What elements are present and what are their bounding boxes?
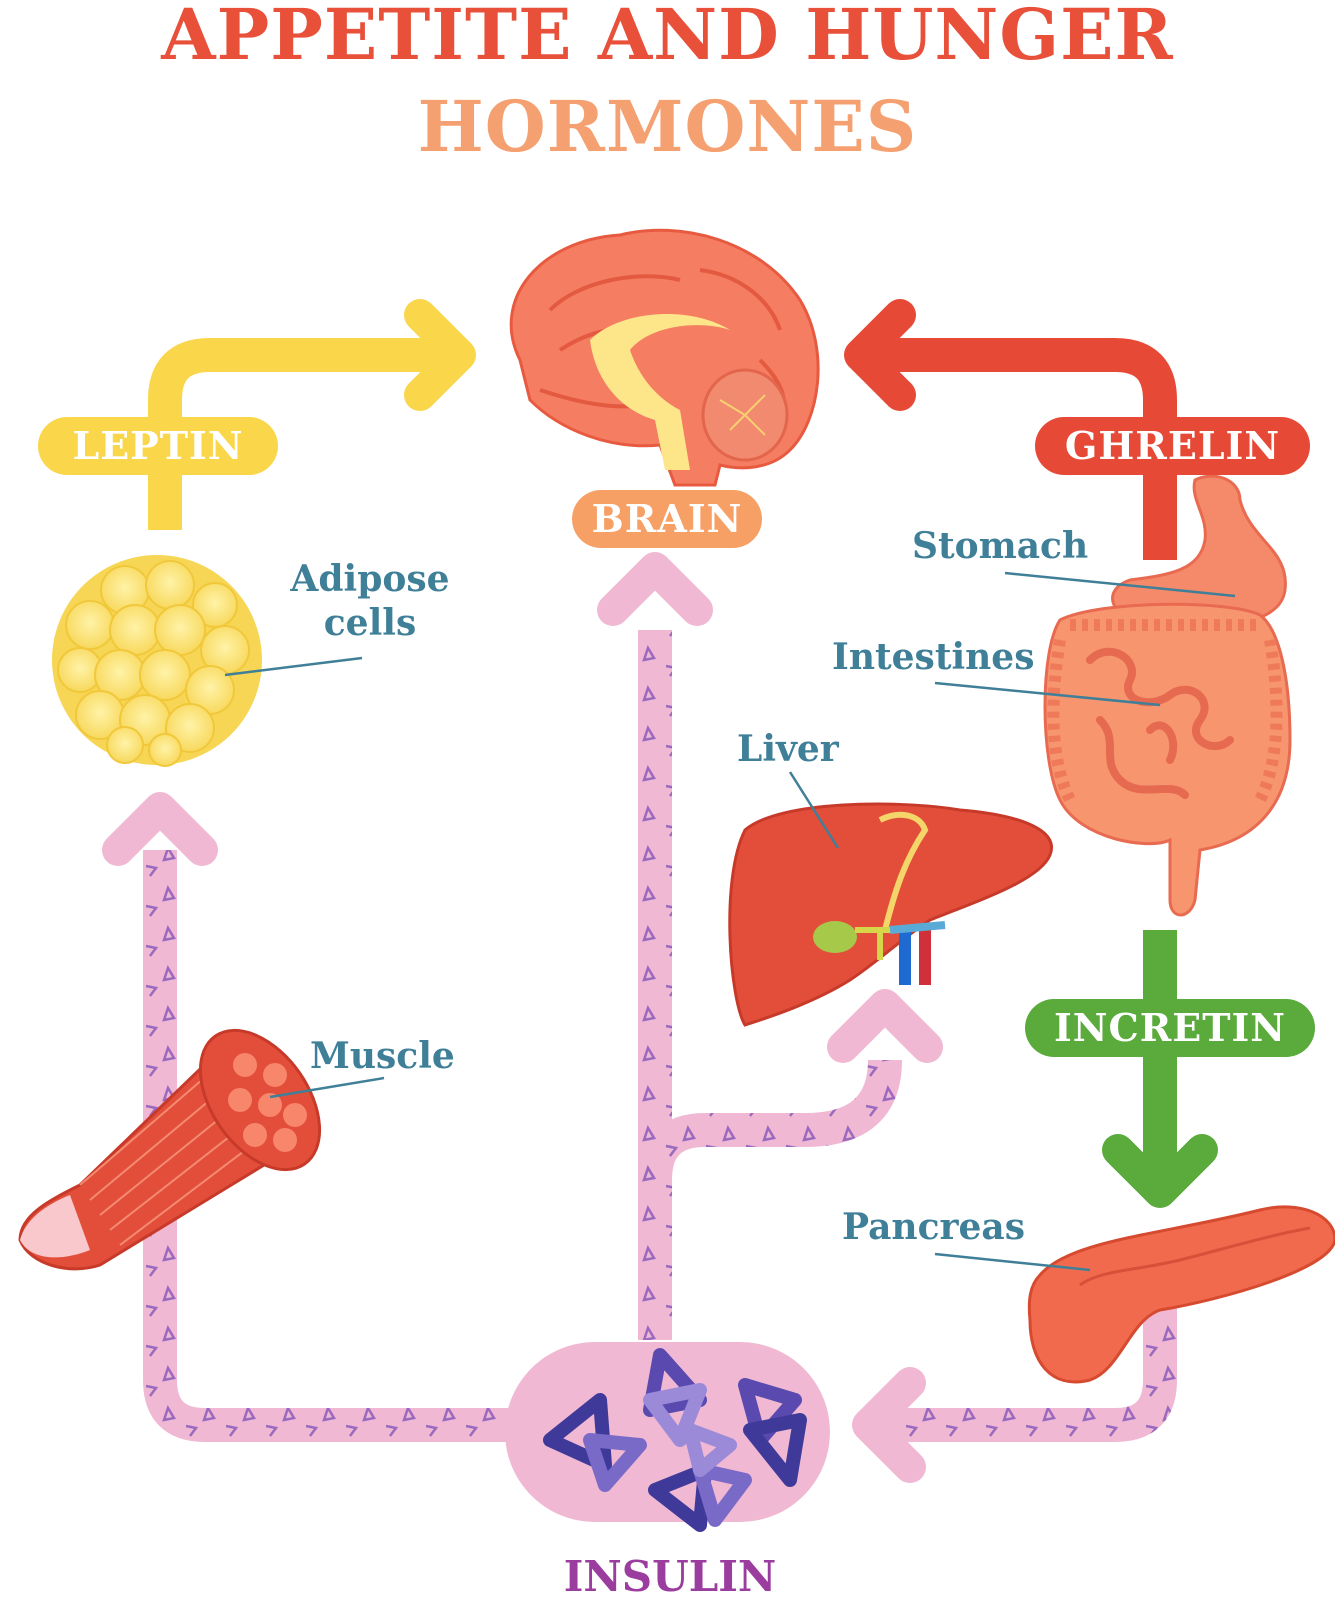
label-connectors: [224, 571, 1236, 1272]
incretin-arrow: [1102, 930, 1218, 1208]
leptin-label: LEPTIN: [38, 417, 278, 475]
muscle-illustration: [18, 1028, 322, 1271]
adipose-cells-label: Adipose cells: [290, 558, 450, 644]
title-line-2: HORMONES: [417, 85, 918, 168]
liver-illustration: [728, 802, 1053, 1027]
muscle-label: Muscle: [310, 1035, 455, 1077]
ghrelin-arrow: [844, 299, 1177, 560]
insulin-label: INSULIN: [563, 1552, 777, 1600]
stomach-label: Stomach: [912, 525, 1089, 567]
intestines-label: Intestines: [832, 636, 1035, 678]
title-line-1: APPETITE AND HUNGER: [161, 0, 1174, 76]
insulin-molecule-icon: [543, 1348, 807, 1532]
brain-label: BRAIN: [572, 490, 762, 548]
insulin-pathways: [102, 552, 1177, 1532]
pancreas-illustration: [1027, 1205, 1335, 1384]
intestines-illustration: [1043, 602, 1292, 917]
ghrelin-label: GHRELIN: [1035, 417, 1310, 475]
adipose-cells-illustration: [52, 555, 262, 767]
pancreas-label: Pancreas: [842, 1206, 1025, 1248]
leptin-arrow: [148, 299, 476, 530]
liver-label: Liver: [737, 728, 839, 770]
brain-illustration: [509, 228, 820, 487]
incretin-label: INCRETIN: [1025, 999, 1315, 1057]
